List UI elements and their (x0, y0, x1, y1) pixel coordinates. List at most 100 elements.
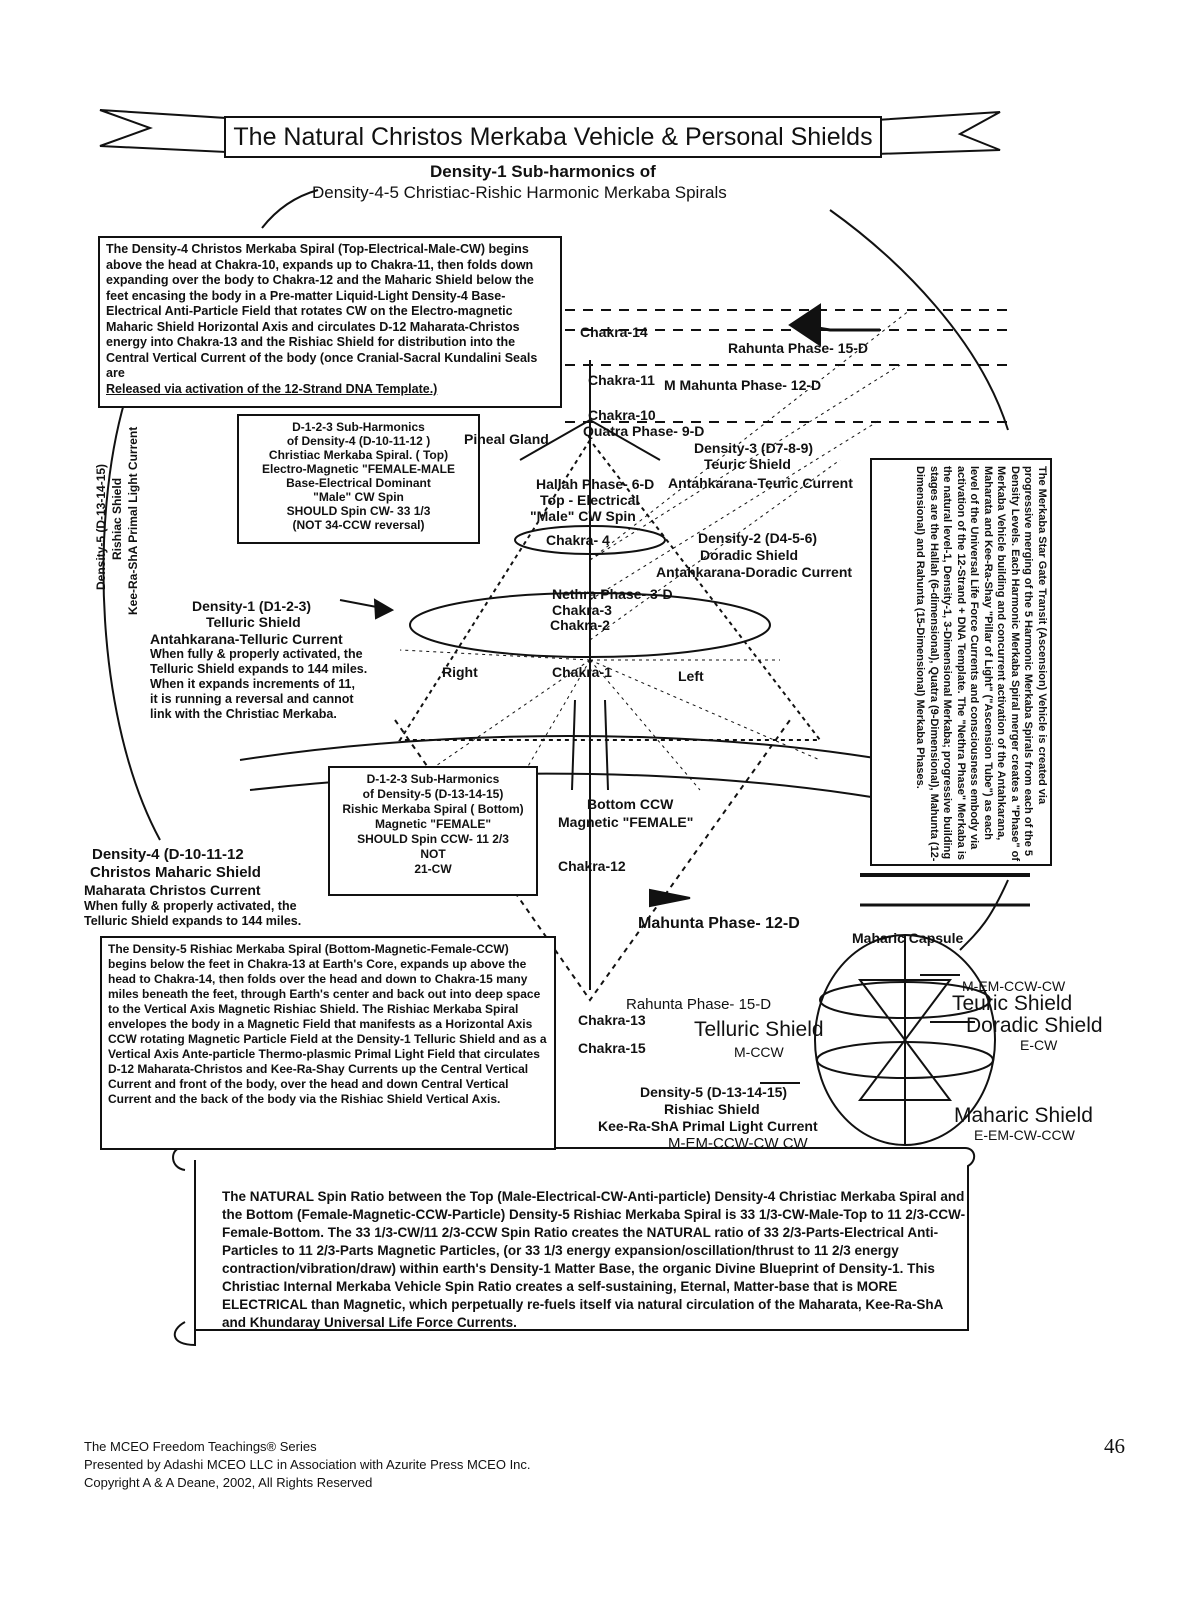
label-chakra13: Chakra-13 (578, 1012, 646, 1028)
sh5-line-1: D-1-2-3 Sub-Harmonics (366, 772, 500, 786)
sh4-line-5: Base-Electrical Dominant (286, 476, 431, 490)
label-telluric-shield: Telluric Shield (206, 614, 301, 630)
label-chakra14: Chakra-14 (580, 324, 648, 340)
density4-christos-spiral-box: The Density-4 Christos Merkaba Spiral (T… (98, 236, 562, 408)
sub-harmonics-density4-box: D-1-2-3 Sub-Harmonics of Density-4 (D-10… (237, 414, 480, 544)
outer-arc-right (959, 879, 1009, 951)
label-maharata-christos-current: Maharata Christos Current (84, 882, 261, 898)
label-chakra15: Chakra-15 (578, 1040, 646, 1056)
label-density1: Density-1 (D1-2-3) (192, 598, 312, 614)
chakra4-disc (514, 525, 666, 555)
telluric-note-1: When fully & properly activated, the (150, 647, 363, 661)
label-teuric-shield-large: Teuric Shield (952, 992, 1073, 1015)
density5-box-text: The Density-5 Rishiac Merkaba Spiral (Bo… (108, 942, 547, 1106)
label-magnetic-female: Magnetic "FEMALE" (558, 814, 694, 830)
label-antahkarana-teuric: Antahkarana-Teuric Current (668, 475, 853, 491)
label-hallah-phase: Hallah Phase- 6-D (536, 476, 655, 492)
label-maharic-shield-large: Maharic Shield (954, 1104, 1093, 1127)
label-chakra4: Chakra- 4 (546, 532, 610, 548)
sh5-line-2: of Density-5 (D-13-14-15) (362, 787, 504, 801)
label-mahunta-phase-top: M Mahunta Phase- 12-D (664, 377, 822, 393)
arrow-bottom-right (649, 888, 691, 908)
sh5-line-3: Rishic Merkaba Spiral ( Bottom) (342, 802, 524, 816)
page-title: The Natural Christos Merkaba Vehicle & P… (233, 123, 873, 151)
label-teuric-shield: Teuric Shield (704, 456, 791, 472)
label-chakra11: Chakra-11 (588, 372, 655, 388)
label-bottom-ccw: Bottom CCW (587, 796, 674, 812)
subtitle-line-2: Density-4-5 Christiac-Rishic Harmonic Me… (312, 183, 727, 202)
telluric-note-4: it is running a reversal and cannot (150, 692, 354, 706)
label-e-em-cw-ccw: E-EM-CW-CCW (974, 1127, 1075, 1143)
subtitle-line-1: Density-1 Sub-harmonics of (430, 162, 656, 181)
label-density3: Density-3 (D7-8-9) (694, 440, 814, 456)
sh4-line-8: (NOT 34-CCW reversal) (292, 518, 425, 532)
upper-triangle (398, 438, 823, 741)
sh4-line-1: D-1-2-3 Sub-Harmonics (292, 420, 425, 434)
label-doradic-shield: Doradic Shield (700, 547, 799, 563)
footer-presented-by: Presented by Adashi MCEO LLC in Associat… (84, 1457, 531, 1472)
label-left: Left (678, 668, 704, 684)
outer-arc-left (102, 399, 161, 841)
label-telluric-shield-large: Telluric Shield (694, 1018, 824, 1041)
label-chakra2: Chakra-2 (550, 617, 610, 633)
label-quatra-phase: Quatra Phase- 9-D (583, 423, 705, 439)
telluric-note-3: When it expands increments of 11, (150, 677, 355, 691)
sh4-line-3: Christiac Merkaba Spiral. ( Top) (268, 448, 449, 462)
sh5-line-4: Magnetic "FEMALE" (374, 817, 492, 831)
left-vertical-keerasha: Kee-Ra-ShA Primal Light Current (126, 426, 140, 615)
label-chakra12: Chakra-12 (558, 858, 626, 874)
label-mahunta-phase-bottom: Mahunta Phase- 12-D (638, 915, 800, 932)
label-doradic-shield-large: Doradic Shield (966, 1014, 1103, 1037)
arrow-telluric-head (373, 598, 395, 620)
label-antahkarana-telluric: Antahkarana-Telluric Current (150, 631, 343, 647)
label-density2: Density-2 (D4-5-6) (698, 530, 818, 546)
sh4-line-6: "Male" CW Spin (313, 490, 404, 504)
label-rishiac-shield-bottom: Rishiac Shield (664, 1101, 760, 1117)
sub-harmonics-density5-box: D-1-2-3 Sub-Harmonics of Density-5 (D-13… (328, 766, 538, 896)
body-legs (571, 699, 609, 791)
left-vertical-density5: Density-5 (D-13-14-15) (94, 463, 108, 590)
footer-series: The MCEO Freedom Teachings® Series (84, 1439, 317, 1454)
merkaba-star-gate-box: The Merkaba Star Gate Transit (Ascension… (870, 458, 1052, 866)
label-chakra1: Chakra-1 (552, 664, 612, 680)
telluric-note-5: link with the Christiac Merkaba. (150, 707, 337, 721)
sh4-line-2: of Density-4 (D-10-11-12 ) (286, 434, 431, 448)
label-antahkarana-doradic: Antahkarana-Doradic Current (656, 564, 853, 580)
sh4-line-4: Electro-Magnetic "FEMALE-MALE (261, 462, 456, 476)
upper-cone (519, 418, 661, 461)
banner-ribbon-right (875, 111, 1001, 156)
natural-spin-ratio-text: The NATURAL Spin Ratio between the Top (… (222, 1189, 966, 1330)
label-rahunta-phase-bottom: Rahunta Phase- 15-D (626, 996, 772, 1013)
label-m-em-ccw-cw-bottom: M-EM-CCW-CW CW (668, 1135, 808, 1152)
density4-box-text: The Density-4 Christos Merkaba Spiral (T… (106, 242, 538, 380)
telluric-note-2: Telluric Shield expands to 144 miles. (150, 662, 368, 676)
label-maharic-capsule: Maharic Capsule (852, 930, 964, 946)
outer-arc-top-right (829, 209, 1009, 431)
density5-rishiac-spiral-box: The Density-5 Rishiac Merkaba Spiral (Bo… (100, 936, 556, 1150)
label-m-em-ccw-cw: M-EM-CCW-CW (962, 978, 1066, 994)
label-top-electrical: Top - Electrical (540, 492, 640, 508)
sh5-line-7: 21-CW (414, 862, 452, 876)
label-male-cw-spin: "Male" CW Spin (530, 508, 636, 524)
sh5-line-6: NOT (420, 847, 446, 861)
label-nethra-phase: Nethra Phase- 3-D (552, 586, 673, 602)
arrow-rahunta-head (788, 303, 821, 347)
title-banner: The Natural Christos Merkaba Vehicle & P… (224, 116, 882, 158)
left-vertical-rishiac: Rishiac Shield (110, 477, 124, 560)
density4-box-last-line: Released via activation of the 12-Strand… (106, 381, 438, 396)
label-rahunta-phase-top: Rahunta Phase- 15-D (728, 340, 869, 356)
outer-arc-top-left (261, 189, 319, 229)
maharic-note-1: When fully & properly activated, the (84, 899, 297, 913)
footer-copyright: Copyright A & A Deane, 2002, All Rights … (84, 1475, 373, 1490)
maharic-note-2: Telluric Shield expands to 144 miles. (84, 914, 302, 928)
scroll-frame (173, 1147, 976, 1347)
banner-ribbon-left (99, 109, 227, 154)
label-keerasha-bottom: Kee-Ra-ShA Primal Light Current (598, 1118, 818, 1134)
sh4-line-7: SHOULD Spin CW- 33 1/3 (286, 504, 431, 518)
label-density5-bottom: Density-5 (D-13-14-15) (640, 1084, 788, 1100)
label-density4: Density-4 (D-10-11-12 (92, 846, 244, 863)
label-m-ccw: M-CCW (734, 1044, 784, 1060)
label-christos-maharic-shield: Christos Maharic Shield (90, 864, 261, 881)
page-number: 46 (1104, 1434, 1125, 1458)
telluric-disc (409, 592, 771, 658)
